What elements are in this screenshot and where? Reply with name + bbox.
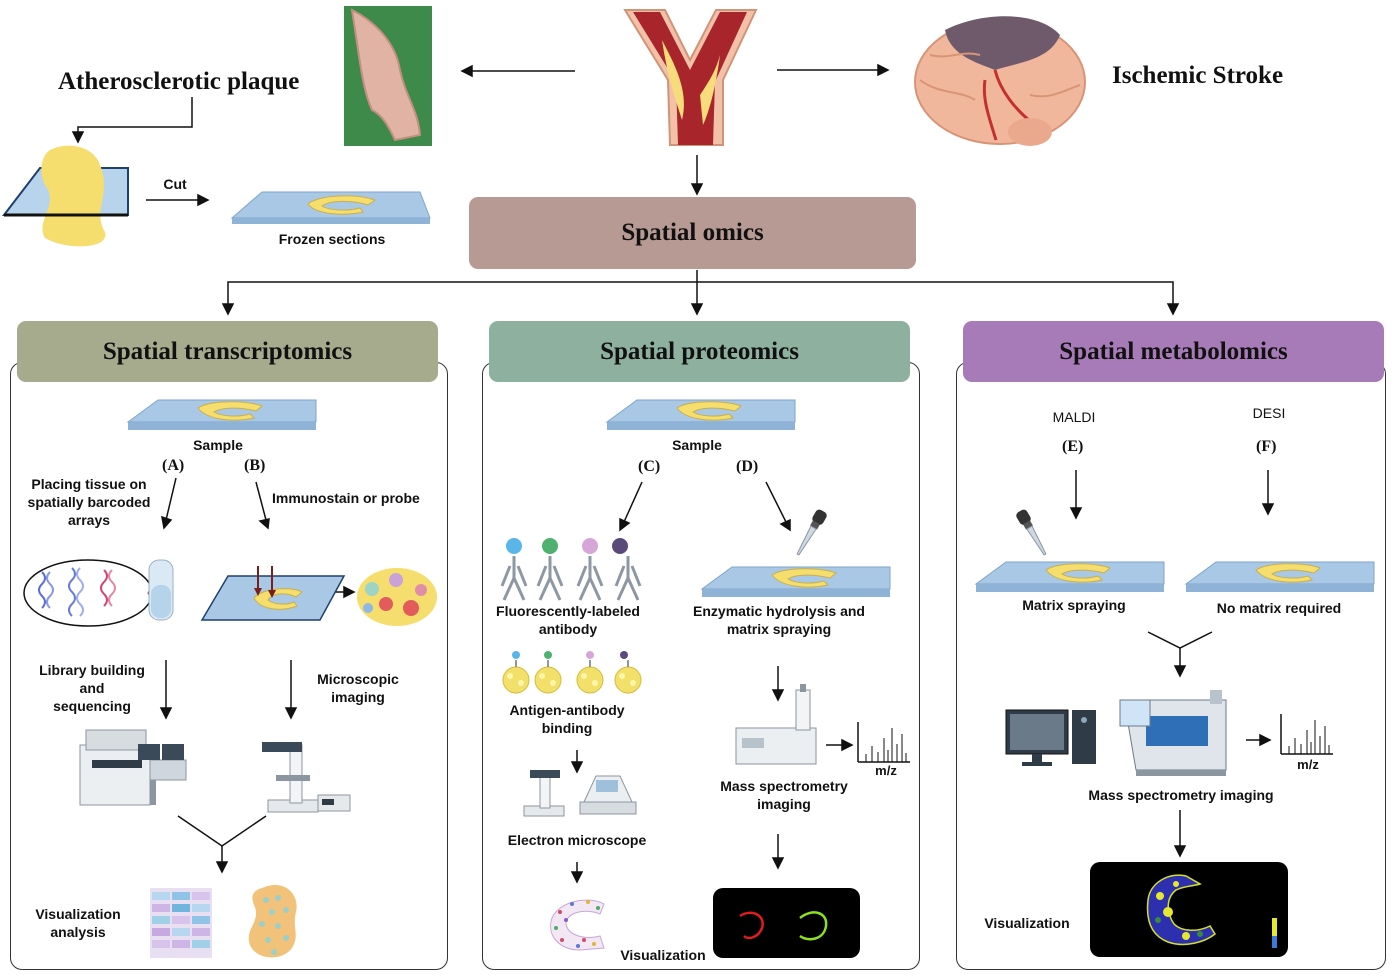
- p-sample-label: Sample: [672, 437, 722, 453]
- desi-slide: [1185, 561, 1375, 593]
- fluorescent-antibodies-icon: [500, 538, 642, 602]
- spot-tissue-icon: [248, 885, 297, 958]
- mass-spectrometer-icon: [735, 684, 817, 765]
- frozen-section-slide-icon: [230, 191, 431, 224]
- immunostain-slide-icon: [200, 566, 346, 621]
- plaque-photo-tissue: [350, 8, 422, 142]
- m-no-matrix-label: No matrix required: [1216, 600, 1342, 616]
- proteomics-header: Spatial proteomics: [489, 321, 910, 382]
- top-arrows: [71, 63, 1180, 316]
- m-label-f: (F): [1256, 438, 1277, 455]
- p-mz-label: m/z: [875, 763, 897, 778]
- barcoded-array-icon: [23, 559, 159, 627]
- m-ms-label: Mass spectrometry imaging: [1088, 787, 1274, 803]
- proteomics-enzymatic-slide: [701, 566, 891, 598]
- maldi-slide: [975, 561, 1165, 593]
- cut-label: Cut: [163, 176, 187, 192]
- metabolomics-mass-spectrum-icon: [1280, 713, 1334, 755]
- brain-icon: [914, 16, 1086, 146]
- proteomics-sample-slide: [606, 399, 796, 431]
- fluorescent-visualization-icon: [550, 899, 605, 951]
- artery-icon: [623, 9, 758, 146]
- m-mz-label: m/z: [1297, 757, 1319, 772]
- plaque-title: Atherosclerotic plaque: [58, 68, 300, 95]
- m-desi-label: DESI: [1252, 405, 1286, 421]
- stroke-title: Ischemic Stroke: [1112, 62, 1284, 89]
- t-immuno-label: Immunostain or probe: [272, 490, 420, 506]
- p-label-c: (C): [638, 458, 661, 475]
- p-visualization-label: Visualization: [620, 947, 706, 963]
- maldi-dropper-icon: [1014, 507, 1051, 558]
- tissue-block-icon: [1, 145, 129, 247]
- microscope-icon: [262, 742, 351, 813]
- m-visualization-label: Visualization: [984, 915, 1070, 931]
- test-tube-icon: [148, 559, 174, 621]
- p-electron-label: Electron microscope: [507, 832, 647, 848]
- sequencer-icon: [79, 729, 187, 806]
- m-maldi-label: MALDI: [1052, 409, 1096, 425]
- metabolomics-visualization-panel: [1090, 862, 1288, 957]
- electron-microscope-icon: [523, 770, 637, 817]
- m-matrix-spraying-label: Matrix spraying: [1022, 597, 1126, 613]
- t-label-a: (A): [162, 457, 185, 474]
- panel-arrows: [159, 470, 1275, 884]
- t-label-b: (B): [244, 457, 266, 474]
- m-label-e: (E): [1062, 438, 1084, 455]
- proteomics-mass-spectrum-icon: [857, 721, 911, 763]
- transcriptomics-header: Spatial transcriptomics: [17, 321, 438, 382]
- p-label-d: (D): [736, 458, 759, 475]
- stained-tissue-icon: [357, 568, 437, 626]
- heatmap-icon: [150, 888, 212, 958]
- metabolomics-header: Spatial metabolomics: [963, 321, 1384, 382]
- spatial-omics-box: Spatial omics: [469, 197, 916, 269]
- proteomics-dropper-icon: [792, 507, 829, 558]
- ms-instrument-icon: [1119, 690, 1227, 776]
- frozen-sections-label: Frozen sections: [278, 231, 386, 247]
- computer-icon: [1005, 709, 1096, 766]
- t-sample-label: Sample: [193, 437, 243, 453]
- ms-visualization-panel: [713, 888, 860, 958]
- antigen-antibody-icon: [502, 651, 642, 694]
- transcriptomics-sample-slide: [127, 399, 317, 431]
